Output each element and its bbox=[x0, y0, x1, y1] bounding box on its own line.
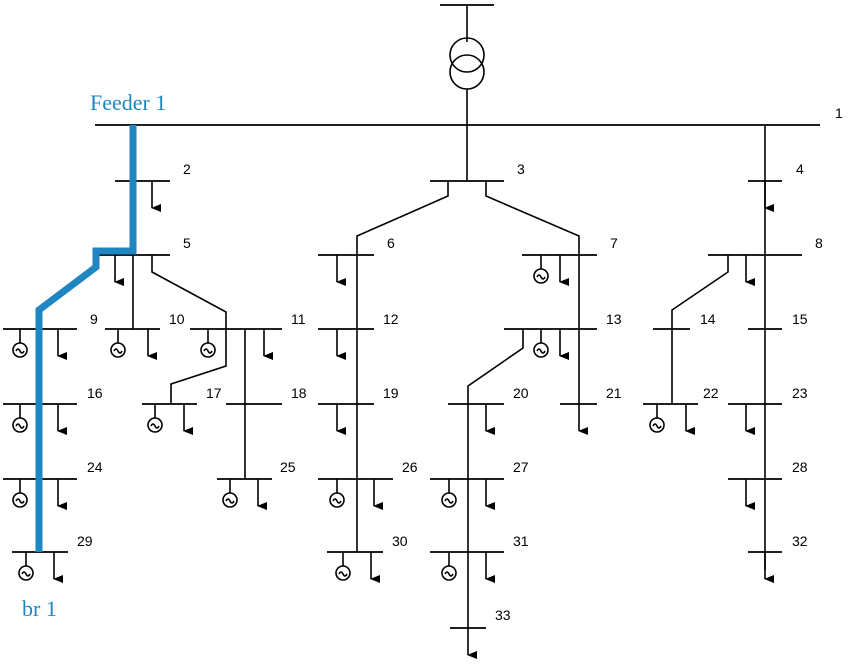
bus-label-11: 11 bbox=[291, 311, 306, 327]
bus-label-17: 17 bbox=[206, 385, 222, 401]
generator-icon bbox=[533, 329, 549, 358]
generator-icon bbox=[200, 329, 216, 358]
bus-label-16: 16 bbox=[87, 385, 103, 401]
generator-icon bbox=[110, 329, 126, 358]
bus-label-5: 5 bbox=[183, 235, 191, 251]
bus-label-6: 6 bbox=[387, 235, 395, 251]
bus-label-23: 23 bbox=[792, 385, 808, 401]
generator-icon bbox=[649, 404, 665, 433]
branch-lines bbox=[38, 125, 766, 628]
bus-label-12: 12 bbox=[383, 311, 399, 327]
bus-label-14: 14 bbox=[700, 311, 716, 327]
bus-label-9: 9 bbox=[90, 311, 98, 327]
bus-label-24: 24 bbox=[87, 459, 103, 475]
bus-label-32: 32 bbox=[792, 533, 808, 549]
bus-label-18: 18 bbox=[291, 385, 307, 401]
feeder-label: Feeder 1 bbox=[90, 90, 166, 115]
generators bbox=[12, 255, 665, 581]
bus-label-10: 10 bbox=[169, 311, 185, 327]
bus-label-31: 31 bbox=[513, 533, 529, 549]
bus-labels: 1 2 3 4 5 6 7 8 9 10 11 12 13 14 15 16 1… bbox=[77, 105, 843, 623]
bus-label-4: 4 bbox=[796, 161, 804, 177]
bus-label-25: 25 bbox=[280, 459, 296, 475]
generator-icon bbox=[12, 329, 28, 358]
generator-icon bbox=[329, 479, 345, 508]
generator-icon bbox=[18, 552, 34, 581]
bus-label-30: 30 bbox=[392, 533, 408, 549]
generator-icon bbox=[12, 404, 28, 433]
generator-icon bbox=[533, 255, 549, 284]
bus-label-13: 13 bbox=[606, 311, 622, 327]
bus-label-22: 22 bbox=[703, 385, 719, 401]
bus-label-26: 26 bbox=[402, 459, 418, 475]
generator-icon bbox=[222, 479, 238, 508]
bus-label-33: 33 bbox=[495, 607, 511, 623]
bus-label-29: 29 bbox=[77, 533, 93, 549]
load-arrows bbox=[53, 181, 774, 659]
transformer-icon bbox=[440, 4, 494, 125]
bus-label-19: 19 bbox=[383, 385, 399, 401]
bus-label-27: 27 bbox=[513, 459, 529, 475]
bus-label-21: 21 bbox=[606, 385, 622, 401]
bus-label-28: 28 bbox=[792, 459, 808, 475]
generator-icon bbox=[147, 404, 163, 433]
generator-icon bbox=[441, 552, 457, 581]
bus-bars bbox=[3, 180, 802, 629]
feeder-1-highlight-path bbox=[35, 125, 137, 552]
bus-label-3: 3 bbox=[517, 161, 525, 177]
branch-label: br 1 bbox=[22, 596, 57, 621]
generator-icon bbox=[335, 552, 351, 581]
bus-label-1: 1 bbox=[835, 105, 843, 121]
generator-icon bbox=[441, 479, 457, 508]
bus-label-15: 15 bbox=[792, 311, 808, 327]
bus-label-2: 2 bbox=[183, 161, 191, 177]
bus-label-7: 7 bbox=[610, 235, 618, 251]
generator-icon bbox=[12, 479, 28, 508]
bus-label-20: 20 bbox=[513, 385, 529, 401]
bus-label-8: 8 bbox=[815, 235, 823, 251]
